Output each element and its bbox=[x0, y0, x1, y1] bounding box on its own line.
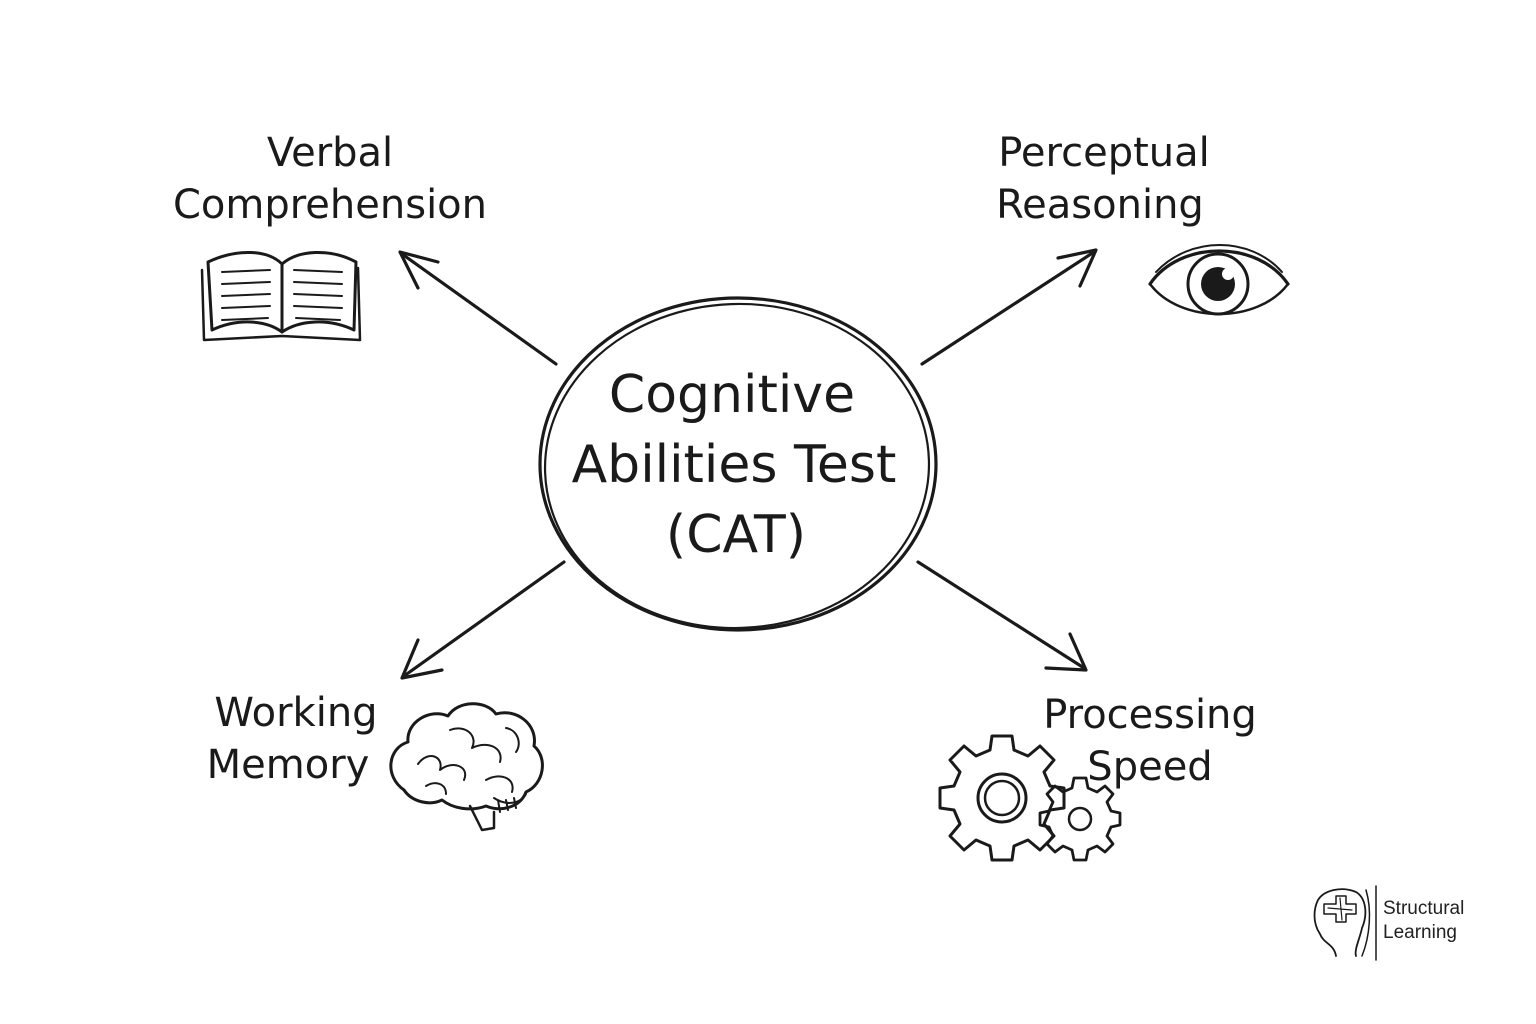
processing-label-line-2: Speed bbox=[1087, 744, 1212, 790]
head-puzzle-icon bbox=[1313, 885, 1377, 961]
working-memory-label-line-2: Memory bbox=[207, 742, 370, 788]
eye-icon bbox=[1148, 244, 1290, 316]
perceptual-label-line-1: Perceptual bbox=[998, 130, 1210, 176]
center-title-line-2: Abilities Test bbox=[572, 435, 897, 495]
arrow-to-processing bbox=[916, 560, 1088, 672]
logo-text-line-2: Learning bbox=[1383, 922, 1457, 943]
arrow-to-working-memory bbox=[400, 560, 566, 680]
brain-icon bbox=[389, 702, 544, 832]
center-title-line-1: Cognitive bbox=[609, 365, 855, 425]
branch-verbal: Verbal Comprehension bbox=[173, 130, 487, 342]
arrow-to-perceptual bbox=[920, 248, 1098, 366]
open-book-icon bbox=[200, 251, 362, 342]
processing-label-line-1: Processing bbox=[1043, 692, 1257, 738]
center-node: Cognitive Abilities Test (CAT) bbox=[538, 296, 938, 632]
branch-processing: Processing Speed bbox=[938, 692, 1257, 862]
gears-icon bbox=[938, 734, 1122, 862]
branch-working-memory: Working Memory bbox=[207, 690, 544, 832]
verbal-label-line-2: Comprehension bbox=[173, 182, 487, 228]
structural-learning-logo: Structural Learning bbox=[1313, 885, 1464, 961]
arrow-to-verbal bbox=[398, 250, 558, 366]
center-title-line-3: (CAT) bbox=[666, 505, 806, 565]
branch-perceptual: Perceptual Reasoning bbox=[996, 130, 1290, 316]
logo-text-line-1: Structural bbox=[1383, 898, 1464, 919]
working-memory-label-line-1: Working bbox=[214, 690, 377, 736]
perceptual-label-line-2: Reasoning bbox=[996, 182, 1204, 228]
verbal-label-line-1: Verbal bbox=[267, 130, 393, 176]
